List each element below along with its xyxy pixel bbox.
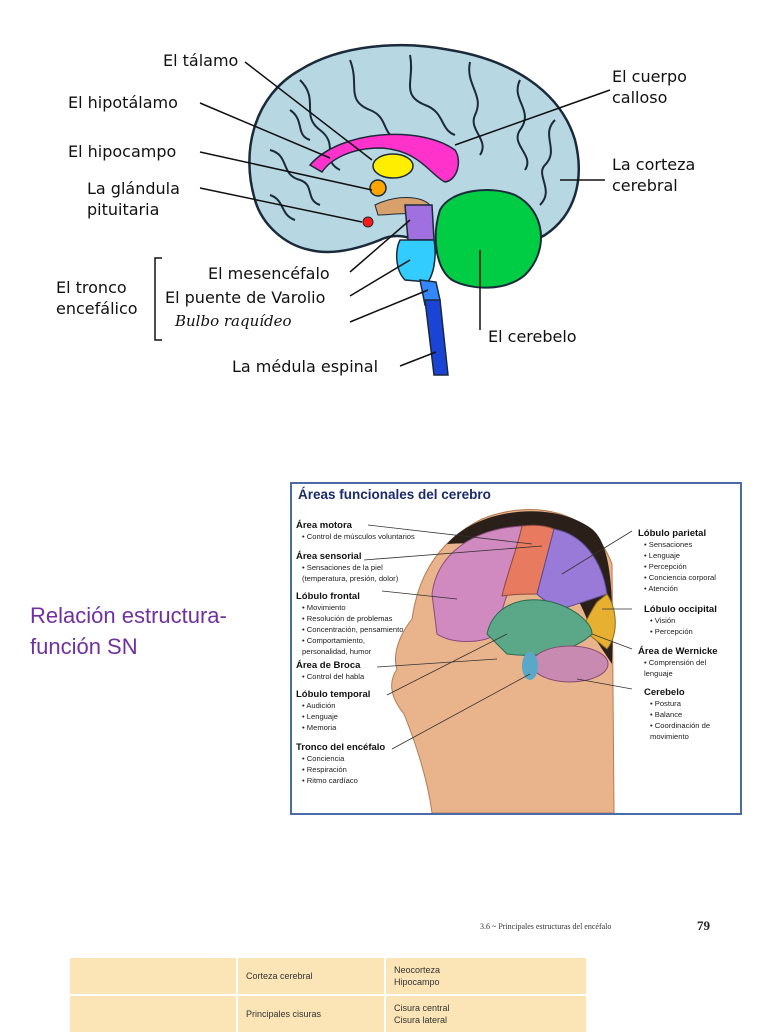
area-heading: Área de Broca (296, 660, 361, 671)
table-cell: Principales cisuras (237, 995, 386, 1034)
area-item: • Balance (650, 710, 683, 719)
head-profile-illustration (363, 509, 633, 813)
leader-lines (199, 61, 611, 367)
area-heading: Área motora (296, 520, 352, 531)
label-glandula-line1: La glándula (87, 179, 180, 198)
area-item: • Ritmo cardíaco (302, 776, 358, 785)
running-head: 3.6 ~ Principales estructuras del encéfa… (480, 922, 612, 931)
area-group-right-3: Cerebelo • Postura • Balance • Coordinac… (644, 687, 710, 742)
table-cell-line: Hipocampo (394, 977, 440, 987)
area-heading: Área de Wernicke (638, 646, 718, 657)
label-puente: El puente de Varolio (165, 288, 326, 307)
label-hipotalamo: El hipotálamo (68, 93, 178, 112)
area-item: personalidad, humor (302, 647, 372, 656)
area-item: • Respiración (302, 765, 347, 774)
mesencephalon-shape (404, 204, 435, 241)
cerebellum-region-shape (531, 645, 609, 683)
table-cell (70, 995, 238, 1034)
functional-areas-figure: Áreas funcionales del cerebro Área motor… (290, 482, 742, 815)
label-cuerpo-line2: calloso (612, 88, 668, 107)
label-cerebelo: El cerebelo (488, 327, 577, 346)
figure-leader-lines (363, 524, 633, 750)
area-item: • Memoria (302, 723, 337, 732)
label-bulbo-handwritten: Bulbo raquídeo (175, 312, 292, 330)
label-hipocampo: El hipocampo (68, 142, 177, 161)
label-medula: La médula espinal (232, 357, 379, 376)
area-item: • Resolución de problemas (302, 614, 393, 623)
area-item: • Percepción (644, 562, 687, 571)
table-cell-line: Cisura central (394, 1003, 450, 1013)
area-heading: Lóbulo frontal (296, 591, 360, 602)
area-item: • Comprensión del (644, 658, 707, 667)
table-row: Corteza cerebral Neocorteza Hipocampo (70, 958, 588, 996)
slide-title: Relación estructura-función SN (30, 603, 227, 659)
area-item: • Conciencia corporal (644, 573, 716, 582)
label-tronco-line2: encefálico (56, 299, 138, 318)
area-item: • Postura (650, 699, 681, 708)
area-heading: Lóbulo occipital (644, 604, 717, 615)
hypothalamus-shape (369, 179, 387, 197)
area-item: • Sensaciones (644, 540, 693, 549)
area-item: • Audición (302, 701, 336, 710)
area-item: lenguaje (644, 669, 673, 678)
page-number: 79 (697, 918, 710, 933)
area-item: • Lenguaje (302, 712, 339, 721)
label-glandula-line2: pituitaria (87, 200, 160, 219)
area-group-left-4: Lóbulo temporal • Audición • Lenguaje • … (296, 689, 370, 733)
area-group-left-5: Tronco del encéfalo • Conciencia • Respi… (296, 742, 385, 786)
spinal-cord-shape (424, 299, 449, 376)
area-item: • Comportamiento, (302, 636, 366, 645)
label-tronco-line1: El tronco (56, 278, 127, 297)
area-heading: Lóbulo temporal (296, 689, 371, 700)
table-cell (70, 958, 238, 996)
area-group-left-1: Área sensorial • Sensaciones de la piel … (296, 551, 398, 584)
area-group-left-3: Área de Broca • Control del habla (296, 660, 364, 682)
area-item: • Sensaciones de la piel (302, 563, 383, 572)
area-item: • Lenguaje (644, 551, 681, 560)
table-cell-line: Cisura lateral (394, 1015, 448, 1025)
thalamus-shape (372, 153, 414, 179)
table-cell: Corteza cerebral (237, 958, 386, 996)
area-item: • Visión (650, 616, 676, 625)
brainstem-bracket (154, 257, 162, 341)
pons-shape (395, 239, 436, 283)
table-cell: Neocorteza Hipocampo (385, 958, 588, 996)
area-item: • Concentración, pensamiento (302, 625, 404, 634)
area-group-right-1: Lóbulo occipital • Visión • Percepción (644, 604, 717, 637)
figure-title: Áreas funcionales del cerebro (298, 487, 491, 502)
area-item: • Control del habla (302, 672, 365, 681)
area-item: • Movimiento (302, 603, 346, 612)
structures-table: Corteza cerebral Neocorteza Hipocampo Pr… (70, 958, 588, 1034)
area-heading: Área sensorial (296, 551, 362, 562)
area-heading: Tronco del encéfalo (296, 742, 386, 753)
corpus-callosum-shape (308, 133, 460, 183)
area-item: movimiento (650, 732, 689, 741)
area-heading: Cerebelo (644, 687, 685, 698)
label-talamo: El tálamo (163, 51, 239, 70)
area-item: • Coordinación de (650, 721, 711, 730)
brainstem-region-shape (522, 652, 538, 680)
table-cell-line: Neocorteza (394, 965, 441, 975)
table-cell: Cisura central Cisura lateral (385, 995, 588, 1034)
area-group-right-0: Lóbulo parietal • Sensaciones • Lenguaje… (638, 528, 716, 594)
cerebellum-shape (434, 189, 542, 289)
label-corteza-line1: La corteza (612, 155, 696, 174)
area-item: • Control de músculos voluntarios (302, 532, 415, 541)
label-corteza-line2: cerebral (612, 176, 678, 195)
area-item: • Conciencia (302, 754, 345, 763)
area-item: • Atención (644, 584, 678, 593)
table-row: Principales cisuras Cisura central Cisur… (70, 995, 588, 1034)
area-item: (temperatura, presión, dolor) (302, 574, 399, 583)
label-cuerpo-line1: El cuerpo (612, 67, 687, 86)
area-item: • Percepción (650, 627, 693, 636)
label-mesencefalo: El mesencéfalo (208, 264, 330, 283)
area-group-left-0: Área motora • Control de músculos volunt… (296, 520, 415, 542)
pituitary-shape (362, 216, 374, 228)
sagittal-brain-illustration (154, 43, 611, 376)
area-group-left-2: Lóbulo frontal • Movimiento • Resolución… (296, 591, 403, 657)
area-heading: Lóbulo parietal (638, 528, 707, 539)
area-group-right-2: Área de Wernicke • Comprensión del lengu… (638, 646, 718, 679)
